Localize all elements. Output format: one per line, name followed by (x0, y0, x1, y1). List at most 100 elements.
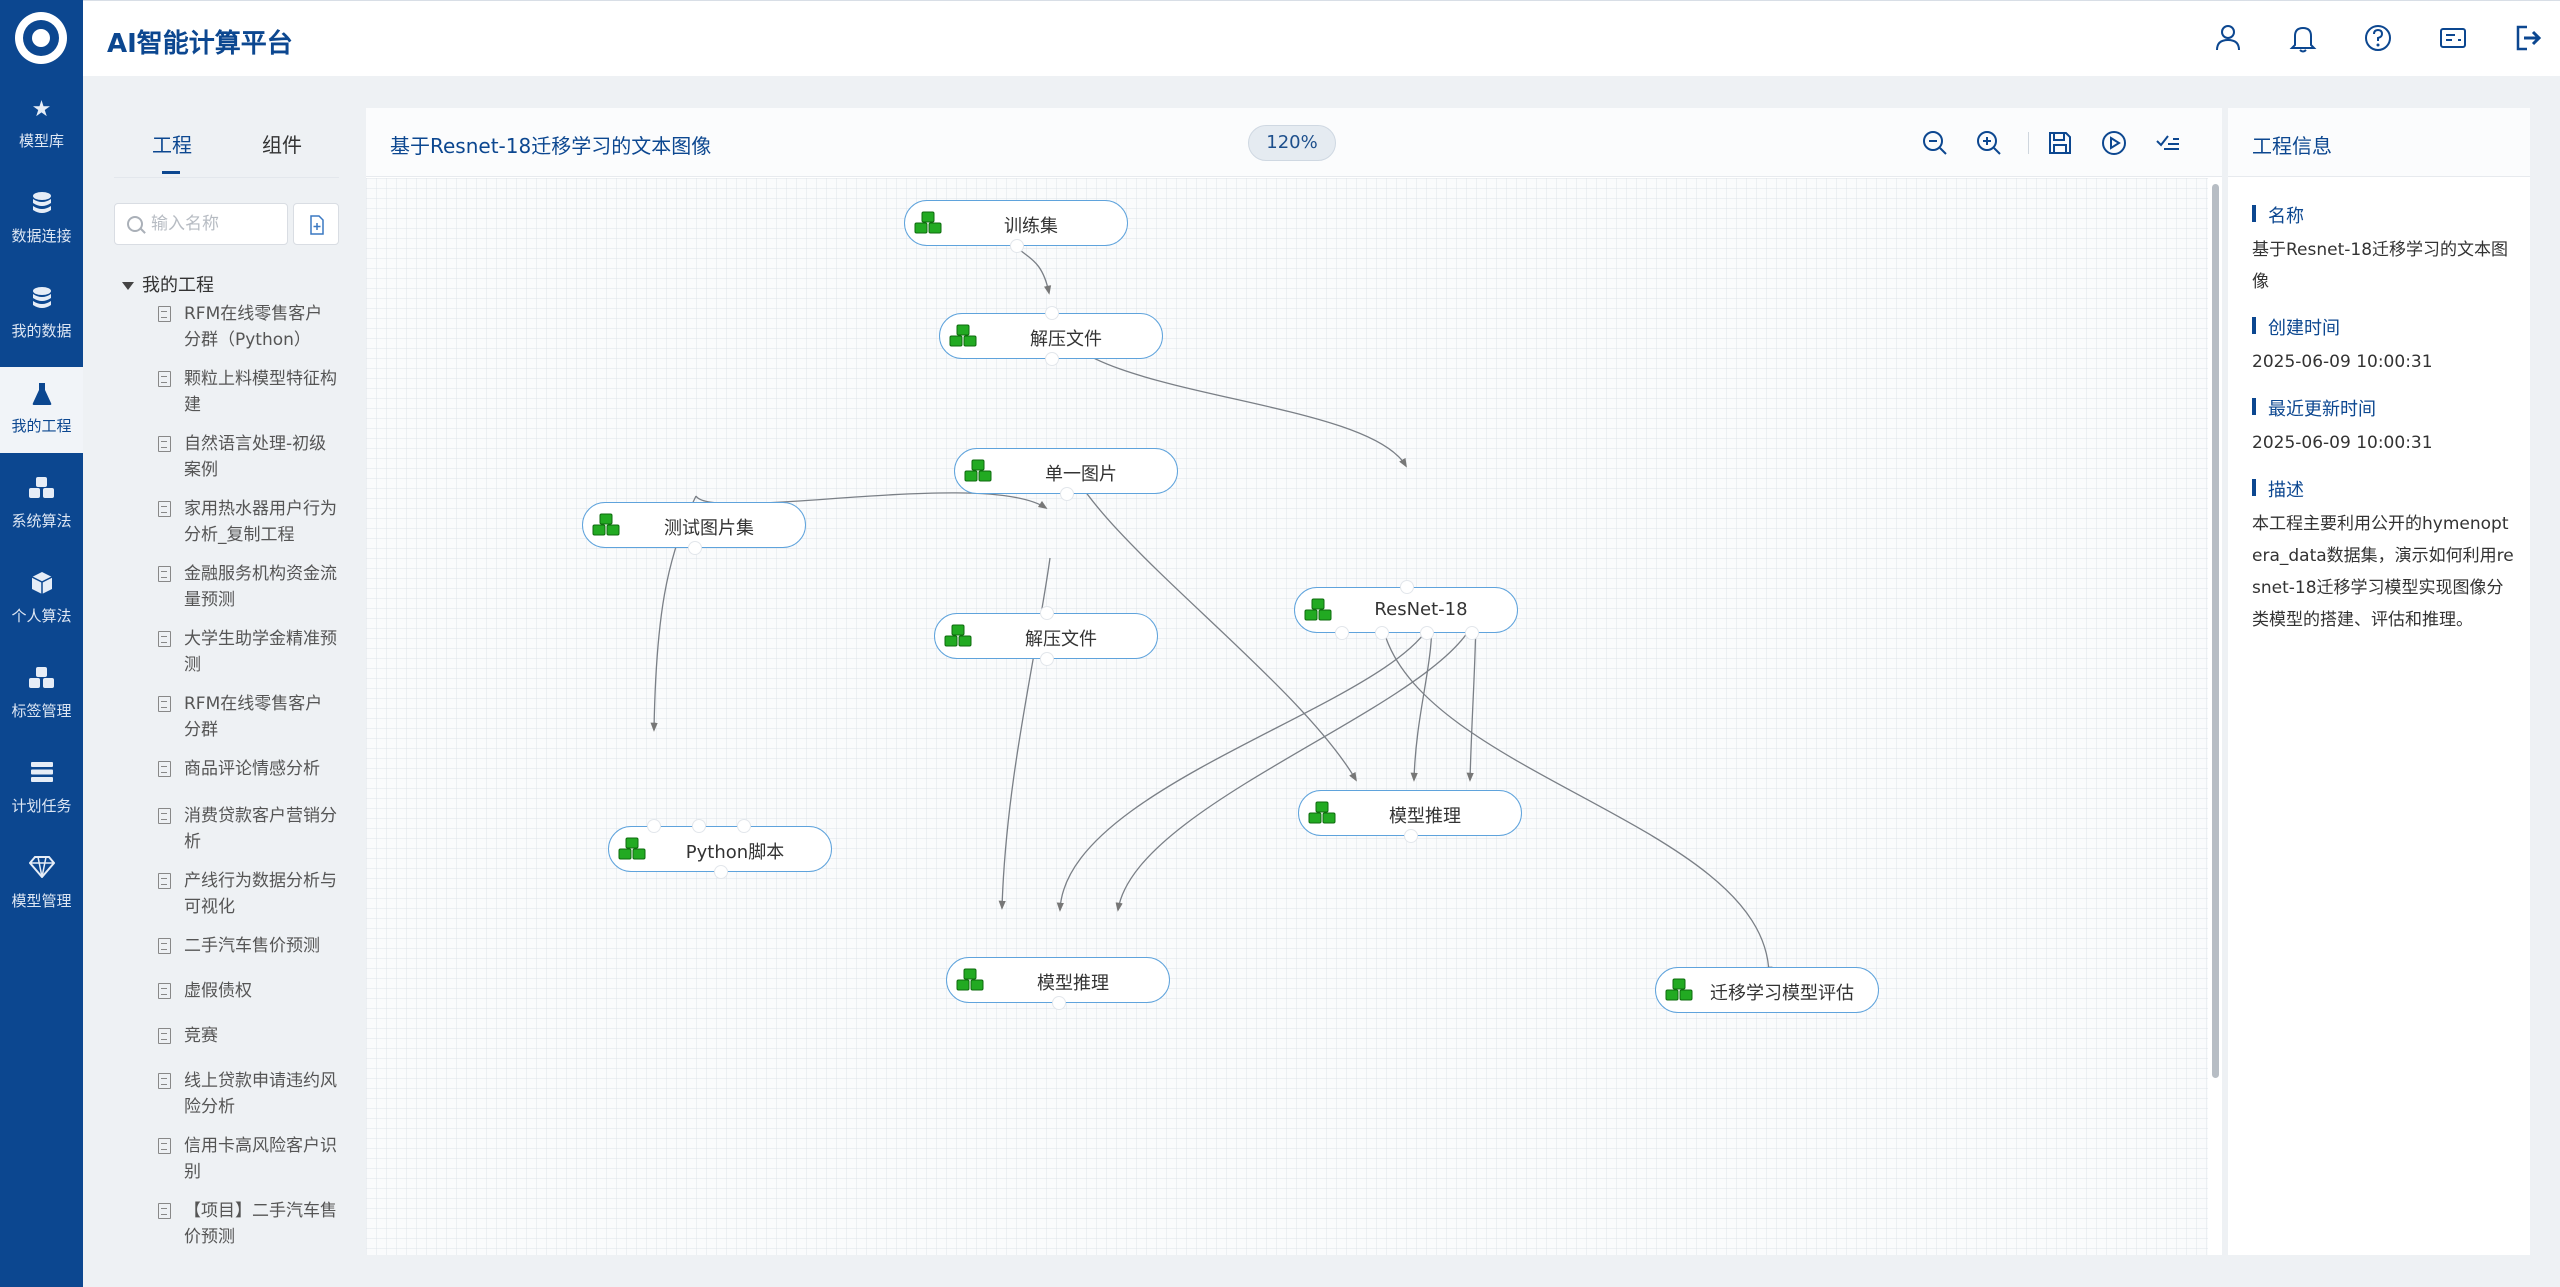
logo-icon[interactable] (15, 12, 67, 64)
output-port[interactable] (688, 541, 702, 555)
node-label: 解压文件 (1030, 329, 1102, 350)
workflow-node[interactable]: 训练集 (904, 200, 1128, 253)
output-port[interactable] (1052, 996, 1066, 1010)
tree-item[interactable]: 大学生助学金精准预测 (158, 626, 338, 678)
workflow-node[interactable]: 解压文件 (939, 306, 1163, 366)
node-label: ResNet-18 (1374, 599, 1468, 620)
output-port[interactable] (1465, 626, 1479, 640)
tree-item[interactable]: 线上贷款申请违约风险分析 (158, 1068, 338, 1120)
check-list-icon[interactable] (2153, 128, 2183, 158)
input-port[interactable] (692, 819, 706, 833)
nav-item-model-management[interactable]: 模型管理 (0, 842, 83, 928)
diamond-icon (28, 856, 56, 884)
folder-label: 我的工程 (142, 275, 214, 296)
tree-item-label: 自然语言处理-初级案例 (184, 434, 327, 480)
output-port[interactable] (1375, 626, 1389, 640)
output-port[interactable] (1040, 652, 1054, 666)
input-port[interactable] (647, 819, 661, 833)
tree-item[interactable]: 虚假债权 (158, 978, 338, 1004)
zoom-level-badge[interactable]: 120% (1248, 125, 1336, 161)
field-label-name: 名称 (2252, 202, 2304, 228)
output-port[interactable] (1060, 487, 1074, 501)
add-file-icon (310, 215, 324, 235)
vertical-scrollbar[interactable] (2212, 184, 2219, 1078)
zoom-out-icon[interactable] (1920, 128, 1950, 158)
tree-item-label: 金融服务机构资金流量预测 (184, 564, 337, 610)
workflow-node[interactable]: Python脚本 (608, 819, 832, 879)
tree-item[interactable]: 家用热水器用户行为分析_复制工程 (158, 496, 338, 548)
save-icon[interactable] (2045, 128, 2075, 158)
field-value-updated: 2025-06-09 10:00:31 (2252, 433, 2433, 453)
nav-item-scheduled-tasks[interactable]: 计划任务 (0, 747, 83, 833)
nav-item-label: 模型库 (18, 132, 64, 150)
workflow-node[interactable]: 测试图片集 (582, 502, 806, 555)
output-port[interactable] (1010, 239, 1024, 253)
zoom-in-icon[interactable] (1974, 128, 2004, 158)
nav-item-data-connection[interactable]: 数据连接 (0, 177, 83, 263)
nav-item-model-library[interactable]: ★ 模型库 (0, 82, 83, 168)
info-title: 工程信息 (2252, 134, 2332, 158)
database-icon (28, 191, 56, 219)
output-port[interactable] (714, 865, 728, 879)
nav-item-personal-algorithms[interactable]: 个人算法 (0, 557, 83, 643)
card-icon[interactable] (2436, 21, 2470, 55)
output-port[interactable] (1045, 352, 1059, 366)
input-port[interactable] (1045, 306, 1059, 320)
node-label: 测试图片集 (664, 518, 754, 539)
tree-item[interactable]: 【项目】二手汽车售价预测 (158, 1198, 338, 1250)
tree-item[interactable]: RFM在线零售客户分群 (158, 691, 338, 743)
user-icon[interactable] (2211, 21, 2245, 55)
tab-components[interactable]: 组件 (262, 133, 302, 157)
input-port[interactable] (1400, 580, 1414, 594)
workflow-node[interactable]: 模型推理 (1298, 790, 1522, 843)
search-icon (127, 216, 143, 232)
project-title: 基于Resnet-18迁移学习的文本图像 (390, 134, 712, 158)
output-port[interactable] (1420, 626, 1434, 640)
cubes-icon (956, 968, 984, 991)
cubes-icon (1308, 801, 1336, 824)
tree-item[interactable]: 商品评论情感分析 (158, 756, 338, 782)
tree-item[interactable]: 产线行为数据分析与可视化 (158, 868, 338, 920)
output-port[interactable] (1335, 626, 1349, 640)
nav-item-system-algorithms[interactable]: 系统算法 (0, 462, 83, 548)
field-value-description: 本工程主要利用公开的hymenoptera_data数据集，演示如何利用resn… (2252, 514, 2514, 630)
workflow-node[interactable]: ResNet-18 (1294, 580, 1518, 640)
logout-icon[interactable] (2511, 21, 2545, 55)
workflow-node[interactable]: 模型推理 (946, 957, 1170, 1010)
tree-item[interactable]: 金融服务机构资金流量预测 (158, 561, 338, 613)
run-icon[interactable] (2099, 128, 2129, 158)
input-port[interactable] (737, 819, 751, 833)
tabs-divider (114, 177, 339, 178)
cube-icon (28, 571, 56, 599)
edge (1015, 245, 1052, 295)
tree-item[interactable]: RFM在线零售客户分群（Python） (158, 301, 338, 353)
tree-item[interactable]: 二手汽车售价预测 (158, 933, 338, 959)
output-port[interactable] (1404, 829, 1418, 843)
tree-item[interactable]: 自然语言处理-初级案例 (158, 431, 338, 483)
document-icon (158, 983, 171, 999)
workflow-node[interactable]: 解压文件 (934, 606, 1158, 666)
nav-item-my-projects[interactable]: 我的工程 (0, 367, 83, 453)
tree-item[interactable]: 信用卡高风险客户识别 (158, 1133, 338, 1185)
tree-item[interactable]: 颗粒上料模型特征构建 (158, 366, 338, 418)
tab-projects[interactable]: 工程 (152, 133, 192, 157)
workflow-node[interactable]: 迁移学习模型评估 (1655, 967, 1879, 1013)
bell-icon[interactable] (2286, 21, 2320, 55)
input-port[interactable] (1040, 606, 1054, 620)
new-project-button[interactable] (293, 203, 339, 245)
help-icon[interactable] (2361, 21, 2395, 55)
tree-item[interactable]: 竞赛 (158, 1023, 338, 1049)
tree-item-label: 线上贷款申请违约风险分析 (184, 1071, 337, 1117)
nav-item-label: 模型管理 (11, 892, 72, 910)
tree-item-label: 【项目】二手汽车售价预测 (184, 1201, 337, 1247)
workflow-node[interactable]: 单一图片 (954, 448, 1178, 501)
workflow-canvas[interactable]: 训练集 解压文件 单一图片 测试图片集 解压文件 ResNet-18 (366, 178, 2208, 1255)
tree-item[interactable]: 消费贷款客户营销分析 (158, 803, 338, 855)
tree-item-label: 家用热水器用户行为分析_复制工程 (184, 499, 337, 545)
search-input[interactable] (151, 212, 281, 236)
nav-item-my-data[interactable]: 我的数据 (0, 272, 83, 358)
tree-folder-my-projects[interactable]: 我的工程 (122, 271, 214, 297)
nav-item-label: 标签管理 (11, 702, 72, 720)
database-icon (28, 286, 56, 314)
nav-item-tag-management[interactable]: 标签管理 (0, 652, 83, 738)
